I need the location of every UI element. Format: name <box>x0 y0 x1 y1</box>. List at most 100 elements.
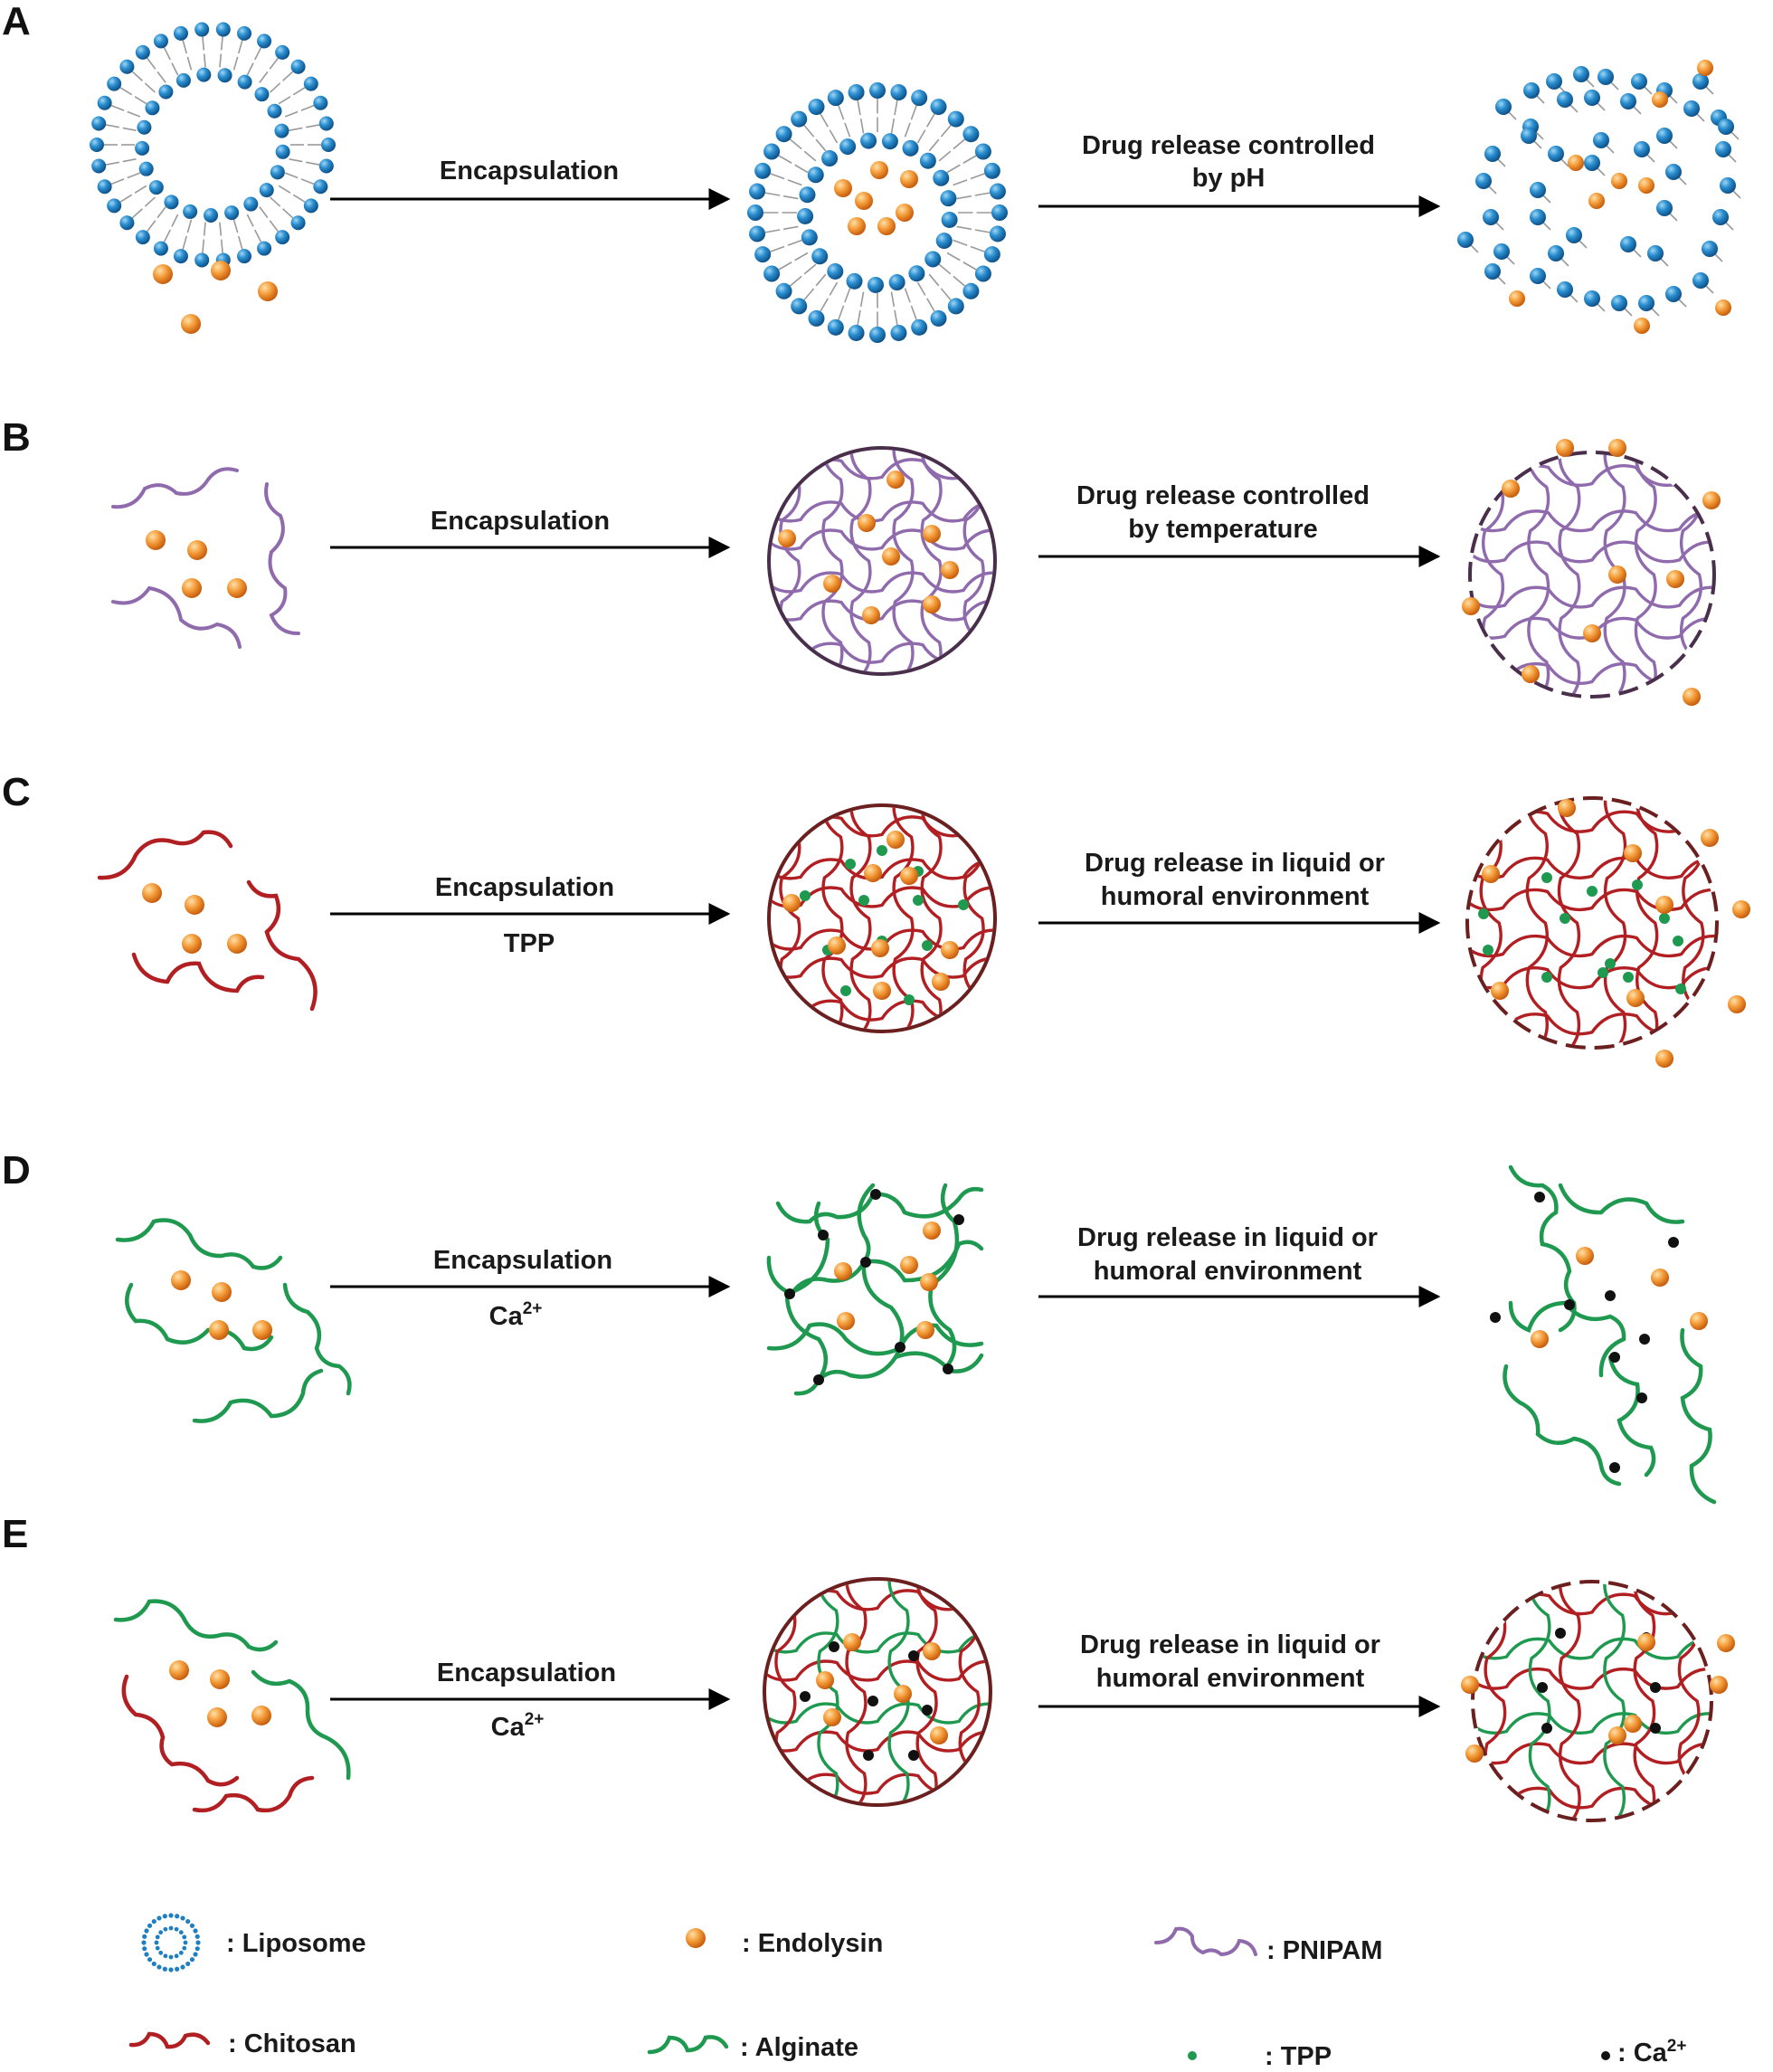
endolysin-particle <box>896 204 914 222</box>
network-strand <box>1527 454 1550 695</box>
label-c-release-line1: Drug release in liquid or <box>1085 849 1385 878</box>
endolysin-particle <box>932 973 950 991</box>
network-strand <box>1557 800 1581 1046</box>
endolysin-particle <box>258 281 278 301</box>
capsule-border <box>767 803 997 1033</box>
lipid-tail <box>131 208 143 219</box>
endolysin-particle <box>1576 1247 1594 1265</box>
endolysin-particle <box>923 1221 941 1240</box>
liposome-legend-dot <box>147 1923 153 1928</box>
capsule-network <box>771 807 993 1030</box>
endolysin-particle <box>212 1282 232 1302</box>
lipid-head <box>135 230 150 245</box>
lipid-head <box>1611 295 1627 311</box>
endolysin-particle <box>169 1660 189 1680</box>
lipid-tail <box>815 273 827 287</box>
endolysin-particle <box>920 1273 938 1291</box>
lipid-head <box>237 74 252 90</box>
lipid-head <box>1620 236 1636 252</box>
liposome-legend-dot <box>182 1934 187 1940</box>
label-e-agent-sup: 2+ <box>525 1710 545 1729</box>
lipid-head <box>775 126 792 143</box>
chitosan-alginate-released <box>1461 1580 1735 1822</box>
endolysin-particle <box>864 864 882 882</box>
endolysin-particle <box>1732 900 1750 918</box>
calcium-crosslink <box>922 1705 933 1716</box>
lipid-head <box>763 143 781 160</box>
lipid-head <box>1530 268 1546 284</box>
lipid-head <box>1656 200 1673 216</box>
lipid-head <box>1557 281 1573 298</box>
liposome-legend-dot <box>151 1918 156 1925</box>
network-strand <box>915 1581 938 1803</box>
calcium-crosslink <box>943 1364 953 1374</box>
label-e-agent-base: Ca <box>491 1713 526 1742</box>
network-strand <box>1479 800 1503 1046</box>
liposome-legend-dot <box>195 1940 201 1945</box>
label-c-release-line2: humoral environment <box>1101 882 1370 911</box>
endolysin-particle <box>870 161 888 179</box>
lipid-head <box>183 204 198 219</box>
network-strand <box>771 500 993 523</box>
alginate-strand <box>1508 1300 1626 1378</box>
lipid-tail <box>938 263 952 275</box>
lipid-tail <box>254 229 262 242</box>
endolysin-particle <box>1626 989 1645 1007</box>
lipid-head <box>243 196 259 212</box>
lipid-head <box>275 44 290 60</box>
liposome-legend-dot <box>162 1966 167 1972</box>
endolysin-particle <box>146 530 166 550</box>
calcium-crosslink <box>908 1650 919 1661</box>
endolysin-particle <box>1531 1330 1549 1348</box>
label-d-agent-base: Ca <box>489 1302 524 1331</box>
lipid-head <box>137 119 152 135</box>
network-strand <box>1469 888 1715 912</box>
endolysin-particle <box>1683 688 1701 706</box>
legend-tpp-label: : TPP <box>1265 2042 1332 2071</box>
endolysin-particle <box>1509 290 1525 307</box>
liposome-legend-dot <box>183 1940 188 1945</box>
alginate-strand <box>766 1322 984 1356</box>
liposome-legend-dot <box>180 1964 185 1970</box>
tpp-crosslink <box>840 985 851 996</box>
lipid-tail <box>974 192 991 196</box>
calcium-crosslink <box>1650 1682 1661 1693</box>
network-strand <box>821 450 844 672</box>
network-strand <box>766 1730 989 1753</box>
network-strand <box>962 450 985 672</box>
network-strand <box>1472 509 1712 533</box>
calcium-crosslink <box>813 1374 824 1385</box>
network-strand <box>1472 585 1712 609</box>
alginate-strand <box>1607 1354 1656 1478</box>
lipid-tail <box>219 53 223 68</box>
tpp-crosslink <box>1587 886 1598 897</box>
endolysin-particle <box>941 941 959 959</box>
lipid-head <box>194 252 210 268</box>
lipid-tail <box>237 235 243 250</box>
lipid-tail <box>306 161 320 166</box>
network-strand <box>771 528 993 551</box>
endolysin-particle <box>828 936 846 955</box>
lipid-tail <box>259 71 269 83</box>
endolysin-particle <box>181 314 201 334</box>
endolysin-particle <box>227 934 247 954</box>
lipid-tail <box>259 206 269 219</box>
lipid-head <box>107 198 122 214</box>
lipid-head <box>1593 132 1609 148</box>
capsule-network <box>1472 454 1712 695</box>
lipid-head <box>107 76 122 91</box>
endolysin-particle <box>1701 829 1719 847</box>
alginate-strand <box>1503 1364 1622 1487</box>
chitosan-legend-strand <box>128 2031 211 2049</box>
lipid-head <box>290 215 306 231</box>
liposome-legend-dot <box>155 1934 160 1940</box>
lipid-tail <box>110 178 125 185</box>
network-strand <box>821 807 844 1030</box>
lipid-tail <box>270 82 281 93</box>
endolysin-particle <box>1608 566 1626 584</box>
endolysin-particle <box>1482 865 1500 883</box>
liposome-legend-dot <box>151 1961 156 1967</box>
endolysin-particle <box>1655 896 1673 914</box>
endolysin-particle <box>1651 1269 1669 1287</box>
capsule-border <box>763 1577 992 1807</box>
